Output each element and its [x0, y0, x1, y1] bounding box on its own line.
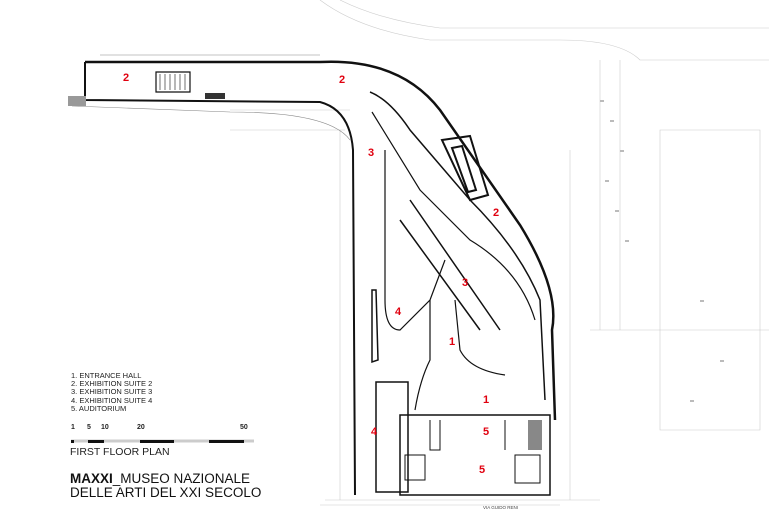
title-line2: DELLE ARTI DEL XXI SECOLO [70, 485, 262, 500]
plan-title: FIRST FLOOR PLAN [70, 446, 170, 458]
room-label: 4 [395, 306, 402, 318]
scale-tick: 20 [137, 424, 145, 431]
brand-name: MAXXI [70, 471, 113, 486]
legend-item: 5. AUDITORIUM [71, 403, 127, 413]
legend-item: 1. ENTRANCE HALL [71, 371, 142, 380]
legend-item: 4. EXHIBITION SUITE 4 [71, 395, 153, 405]
room-label: 2 [339, 74, 346, 86]
legend-item: 2. EXHIBITION SUITE 2 [71, 379, 153, 389]
scale-tick: 50 [240, 424, 248, 431]
room-label: 5 [483, 426, 490, 438]
room-label: 2 [123, 72, 130, 84]
scale-bar [71, 439, 254, 443]
street-label: VIA GUIDO RENI [483, 505, 519, 510]
scale-tick: 5 [87, 424, 91, 431]
room-label: 1 [483, 394, 490, 406]
legend: 1. ENTRANCE HALL 2. EXHIBITION SUITE 2 3… [71, 371, 153, 413]
room-label: 3 [368, 147, 375, 159]
legend-item: 3. EXHIBITION SUITE 3 [71, 387, 153, 397]
museum-title: MAXXI_MUSEO NAZIONALE DELLE ARTI DEL XXI… [70, 472, 261, 500]
title-line1: _MUSEO NAZIONALE [112, 471, 251, 486]
scale-tick: 1 [71, 424, 75, 431]
room-label: 5 [479, 464, 486, 476]
room-label: 2 [493, 207, 500, 219]
room-label: 1 [449, 336, 456, 348]
room-label: 3 [462, 277, 469, 289]
room-label: 4 [371, 426, 378, 438]
scale-tick: 10 [101, 424, 109, 431]
